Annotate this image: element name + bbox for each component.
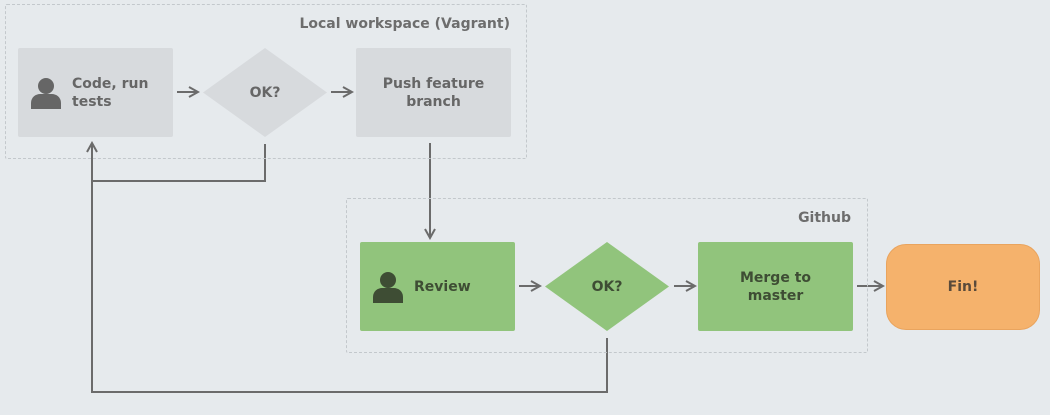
decision-ok-review-label: OK? (591, 278, 623, 295)
node-fin: Fin! (886, 244, 1040, 330)
group-github-label: Github (798, 210, 851, 226)
node-review: Review (360, 242, 515, 331)
edge-ok-local-back-to-code (92, 143, 266, 182)
node-push-feature-branch: Push feature branch (356, 48, 511, 137)
edge-ok-review-back-to-code (91, 181, 608, 393)
decision-ok-local-label: OK? (249, 84, 281, 101)
node-merge-to-master-label: Merge to master (739, 269, 812, 304)
group-local-workspace: Local workspace (Vagrant) (5, 4, 527, 159)
node-code-run-tests: Code, run tests (18, 48, 173, 137)
group-local-workspace-label: Local workspace (Vagrant) (299, 16, 510, 32)
person-icon (31, 77, 61, 109)
group-github: Github (346, 198, 868, 353)
node-push-feature-branch-label: Push feature branch (382, 75, 485, 110)
node-review-label: Review (414, 278, 471, 295)
decision-ok-review (545, 242, 669, 331)
decision-ok-local (203, 48, 327, 137)
node-fin-label: Fin! (947, 279, 979, 295)
node-code-run-tests-label: Code, run tests (72, 75, 149, 110)
node-merge-to-master: Merge to master (698, 242, 853, 331)
person-icon (373, 271, 403, 303)
